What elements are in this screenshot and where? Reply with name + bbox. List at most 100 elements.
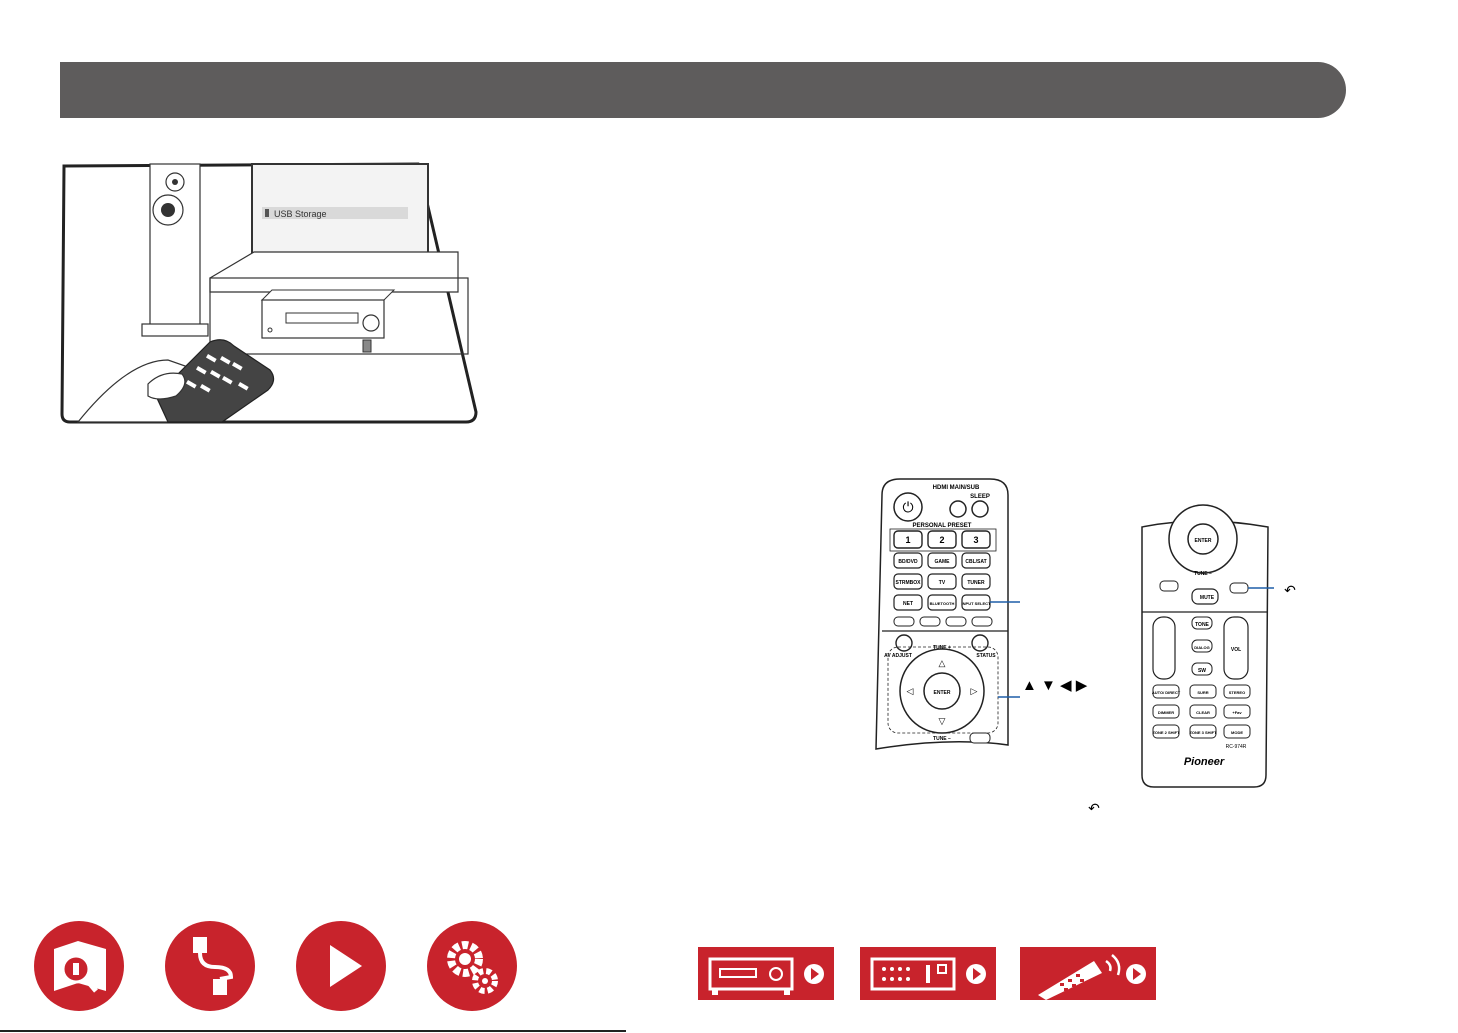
input-cbl-sat-button[interactable]: [961, 552, 991, 569]
input-strmbox-label: STRMBOX: [896, 580, 922, 586]
transport-buttons: [893, 616, 993, 627]
input-bd-dvd-label: BD/DVD: [898, 559, 918, 565]
input-bluetooth-button[interactable]: [927, 594, 957, 611]
input-game-button[interactable]: [927, 552, 957, 569]
settings-gears-icon[interactable]: [427, 921, 517, 1011]
sleep-button[interactable]: [971, 500, 989, 518]
vol-label: VOL: [1231, 647, 1241, 653]
vol-rocker[interactable]: [1223, 616, 1249, 680]
tone-button[interactable]: [1191, 616, 1213, 630]
front-panel-button[interactable]: [698, 947, 834, 1000]
power-icon[interactable]: ⏻: [902, 499, 913, 515]
input-tuner-button[interactable]: [961, 573, 991, 590]
status-button[interactable]: [971, 634, 989, 652]
hdmi-main-sub-button[interactable]: [949, 500, 967, 518]
remote-right: ENTER TUNE − MUTE ↶ TONE DIALOG SW VOL A…: [1141, 504, 1296, 788]
return-button-right[interactable]: [1229, 582, 1249, 594]
input-tv-label: TV: [939, 580, 946, 586]
sleep-label: SLEEP: [970, 494, 990, 500]
arrow-keys-callout: ▲ ▼ ◀ ▶: [1022, 677, 1088, 694]
tune-label-right: TUNE −: [1194, 571, 1212, 577]
preset-2-button[interactable]: [927, 530, 957, 549]
av-adjust-label: AV ADJUST: [884, 653, 912, 659]
stereo-label: STEREO: [1229, 690, 1245, 695]
preset-2-label: 2: [939, 535, 944, 545]
zone2-shift-button[interactable]: [1152, 724, 1180, 739]
input-cbl-sat-label: CBL/SAT: [965, 559, 986, 565]
input-tuner-label: TUNER: [967, 580, 985, 586]
input-bluetooth-label: BLUETOOTH: [930, 601, 955, 606]
tv-menu-item: USB Storage: [274, 209, 327, 219]
volume-plus-minus[interactable]: [1152, 616, 1176, 680]
input-select-label: INPUT SELECT: [962, 601, 991, 606]
enter-label: ENTER: [934, 690, 951, 696]
enter-button[interactable]: [923, 672, 961, 710]
footer-divider: [0, 1030, 626, 1032]
zone3-shift-label: ZONE 3 SHIFT: [1189, 730, 1217, 735]
mode-button[interactable]: [1223, 724, 1251, 739]
preset-3-button[interactable]: [961, 530, 991, 549]
input-tv-button[interactable]: [927, 573, 957, 590]
input-net-button[interactable]: [893, 594, 923, 611]
auto-direct-label: AUTO/ DIRECT: [1152, 690, 1181, 695]
dimmer-label: DIMMER: [1158, 710, 1174, 715]
mute-button[interactable]: [1191, 588, 1219, 605]
dialog-button[interactable]: [1191, 639, 1213, 653]
play-pause-button[interactable]: [919, 616, 941, 627]
surr-label: SURR: [1197, 690, 1208, 695]
remote-controls-figure: ⏻ HDMI MAIN/SUB SLEEP PERSONAL PRESET 1 …: [875, 478, 1296, 815]
brand-logo: Pioneer: [1184, 756, 1225, 768]
input-buttons: BD/DVD GAME CBL/SAT STRMBOX TV TUNER NET…: [893, 552, 991, 611]
preset-1-label: 1: [905, 535, 910, 545]
up-arrow-icon[interactable]: △: [939, 658, 946, 668]
zone3-shift-button[interactable]: [1189, 724, 1217, 739]
preset-1-button[interactable]: [893, 530, 923, 549]
av-adjust-button[interactable]: [895, 634, 913, 652]
dimmer-button[interactable]: [1152, 704, 1180, 719]
previous-button[interactable]: [945, 616, 967, 627]
play-icon[interactable]: [296, 921, 386, 1011]
rear-panel-button[interactable]: [860, 947, 996, 1000]
model-label: RC-974R: [1226, 744, 1247, 750]
enter-label-right: ENTER: [1195, 538, 1212, 544]
return-button-left[interactable]: [969, 732, 991, 744]
sw-button[interactable]: [1191, 662, 1213, 676]
mode-label: MODE: [1231, 730, 1243, 735]
home-button[interactable]: [1159, 580, 1179, 592]
surr-button[interactable]: [1189, 684, 1217, 699]
next-button[interactable]: [971, 616, 993, 627]
return-icon-caption: ↶: [1088, 800, 1100, 815]
status-label: STATUS: [976, 653, 996, 659]
return-icon: ↶: [1284, 582, 1296, 598]
room-illustration: USB Storage: [60, 162, 478, 424]
input-strmbox-button[interactable]: [893, 573, 923, 590]
tone-label: TONE: [1195, 622, 1209, 628]
preset-buttons: 1 2 3: [893, 530, 991, 549]
preset-3-label: 3: [973, 535, 978, 545]
clear-label: CLEAR: [1196, 710, 1210, 715]
remote-control-button[interactable]: [1020, 947, 1156, 1000]
input-game-label: GAME: [935, 559, 951, 565]
tune-plus-label: TUNE +: [933, 645, 951, 651]
dialog-label: DIALOG: [1194, 645, 1210, 650]
stereo-button[interactable]: [1223, 684, 1251, 699]
input-net-label: NET: [903, 601, 913, 607]
mute-label: MUTE: [1200, 595, 1215, 601]
manual-search-icon[interactable]: [34, 921, 124, 1011]
sw-label: SW: [1198, 668, 1206, 674]
tune-minus-label: TUNE −: [933, 736, 951, 742]
header-bar: [60, 62, 1346, 118]
hdmi-label: HDMI MAIN/SUB: [933, 485, 980, 491]
fav-button[interactable]: [1223, 704, 1251, 719]
down-arrow-icon[interactable]: ▽: [939, 716, 946, 726]
clear-button[interactable]: [1189, 704, 1217, 719]
personal-preset-label: PERSONAL PRESET: [913, 523, 972, 529]
right-arrow-icon[interactable]: ▷: [971, 686, 978, 696]
auto-direct-button[interactable]: [1152, 684, 1180, 699]
remote-left: ⏻ HDMI MAIN/SUB SLEEP PERSONAL PRESET 1 …: [875, 478, 1009, 750]
transport-button-1[interactable]: [893, 616, 915, 627]
cable-connection-icon[interactable]: [165, 921, 255, 1011]
enter-button-right[interactable]: [1187, 523, 1219, 555]
left-arrow-icon[interactable]: ◁: [907, 686, 914, 696]
input-bd-dvd-button[interactable]: [893, 552, 923, 569]
